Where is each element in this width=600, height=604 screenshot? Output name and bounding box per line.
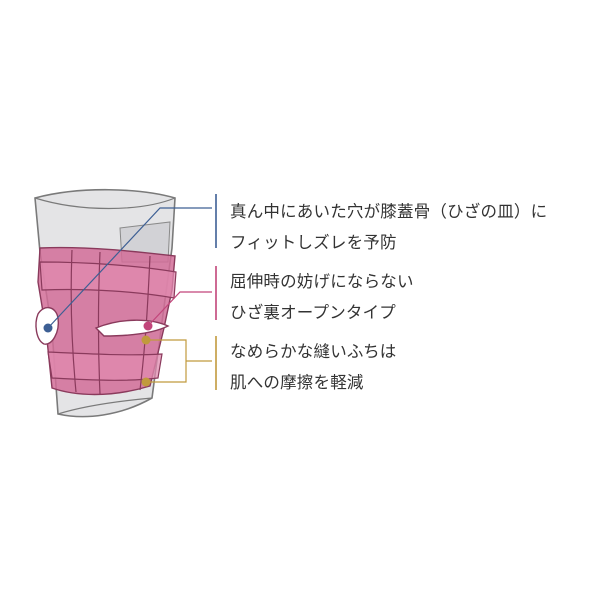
- callout-text-line: なめらかな縫いふちは: [230, 342, 397, 361]
- callout-text-line: 肌への摩擦を軽減: [230, 373, 364, 392]
- leader-line-open-back: [147, 291, 212, 327]
- callout-text-line: 屈伸時の妨げにならない: [230, 272, 414, 291]
- callout-kneecap-fit: 真ん中にあいた穴が膝蓋骨（ひざの皿）に フィットしズレを予防: [230, 196, 547, 258]
- marker-kneecap: [43, 323, 53, 333]
- marker-seam-bottom: [141, 377, 151, 387]
- marker-seam-top: [141, 335, 151, 345]
- sleeve-top-rim: [34, 197, 176, 210]
- callout-open-back: 屈伸時の妨げにならない ひざ裏オープンタイプ: [230, 266, 414, 328]
- callout-text-line: 真ん中にあいた穴が膝蓋骨（ひざの皿）に: [230, 202, 548, 221]
- lower-strap: [47, 351, 163, 381]
- callout-text-line: フィットしズレを予防: [230, 233, 397, 252]
- marker-open-back: [143, 321, 153, 331]
- sleeve-bottom-rim: [57, 397, 153, 415]
- callout-text-line: ひざ裏オープンタイプ: [230, 303, 397, 322]
- leader-line-kneecap: [47, 207, 212, 329]
- callout-smooth-seam: なめらかな縫いふちは 肌への摩擦を軽減: [230, 336, 397, 398]
- brace-stay-2: [97, 251, 101, 395]
- brace-stay-1: [70, 249, 77, 393]
